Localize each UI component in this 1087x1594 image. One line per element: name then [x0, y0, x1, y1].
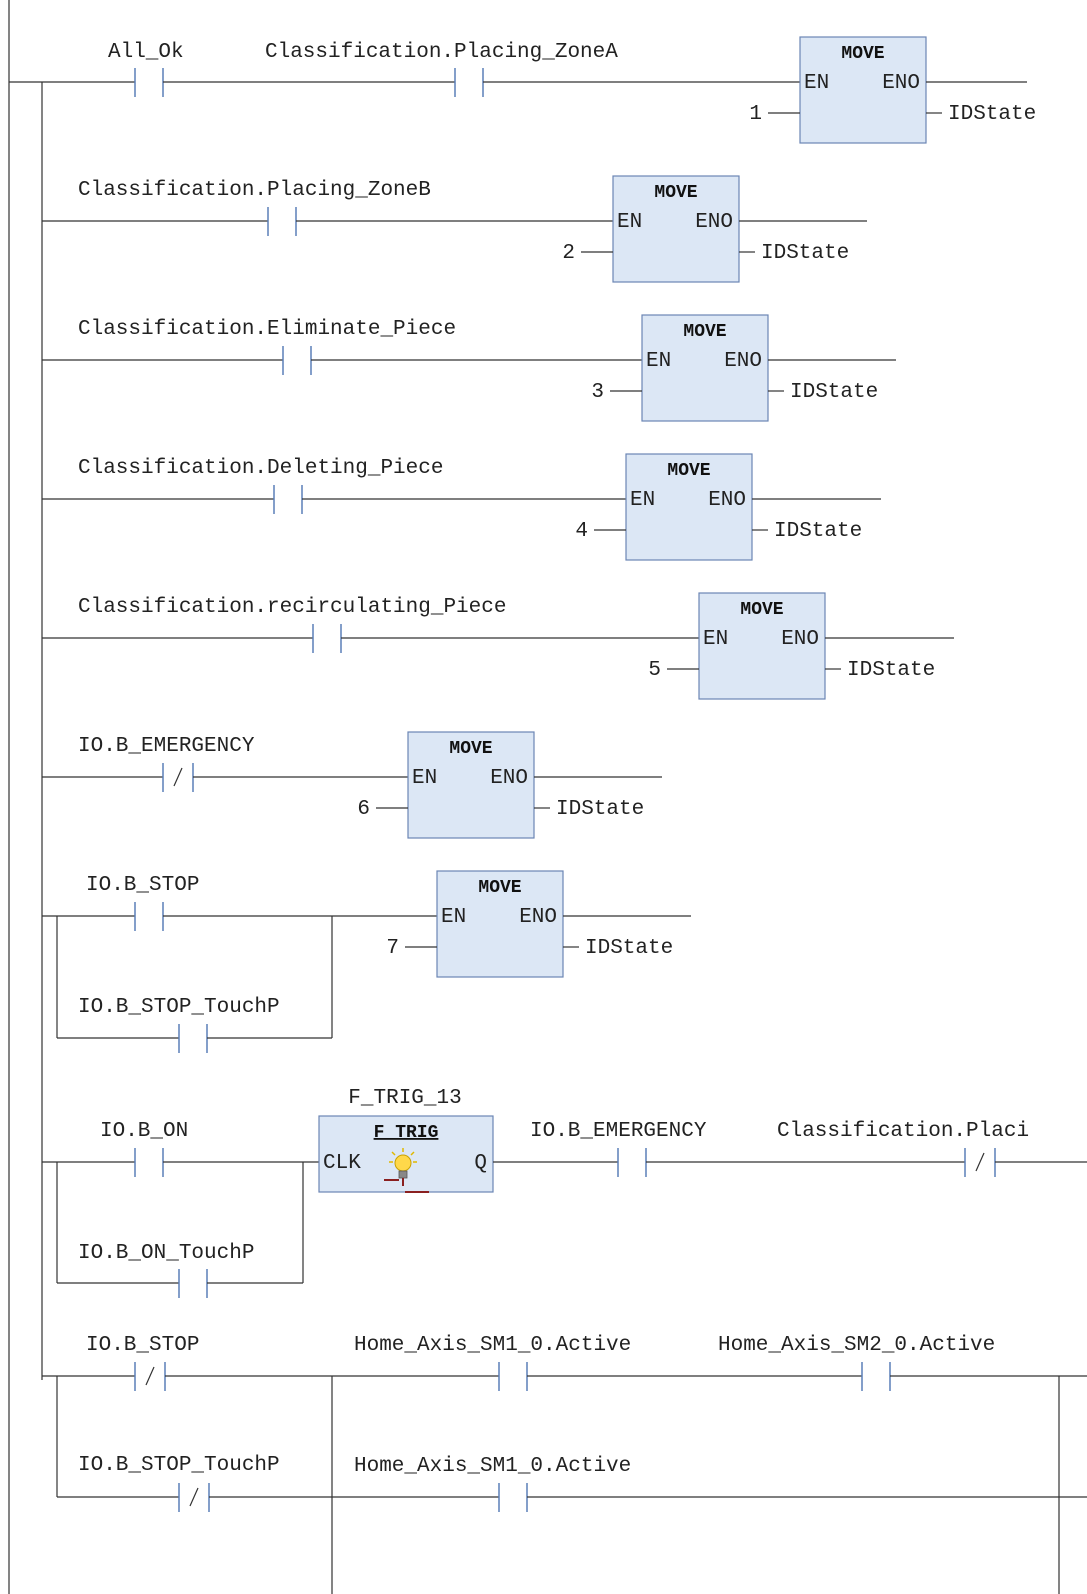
contact-b-stop[interactable]: [134, 902, 164, 931]
contact-label: IO.B_ON_TouchP: [78, 1242, 254, 1265]
contact-label: All_Ok: [108, 41, 184, 64]
contact-label: Classification.Eliminate_Piece: [78, 318, 456, 341]
move-block[interactable]: [799, 36, 927, 144]
contact-deleting-piece[interactable]: [273, 485, 303, 514]
move-value: 5: [648, 659, 661, 682]
pin-en: EN: [703, 628, 728, 651]
contact-label: IO.B_EMERGENCY: [78, 735, 255, 758]
pin-en: EN: [804, 72, 829, 95]
contact-label: Classification.recirculating_Piece: [78, 596, 506, 619]
ftrig-instance-name: F_TRIG_13: [348, 1087, 461, 1110]
move-target: IDState: [790, 381, 878, 404]
pin-q: Q: [474, 1152, 487, 1175]
contact-placing-zoneb[interactable]: [267, 207, 297, 236]
contact-label: IO.B_STOP_TouchP: [78, 996, 280, 1019]
contact-b-emergency-negated[interactable]: [162, 763, 194, 792]
pin-en: EN: [617, 211, 642, 234]
contact-label: IO.B_STOP_TouchP: [78, 1454, 280, 1477]
contact-label: Home_Axis_SM1_0.Active: [354, 1334, 631, 1357]
pin-eno: ENO: [882, 72, 920, 95]
pin-eno: ENO: [724, 350, 762, 373]
pin-en: EN: [441, 906, 466, 929]
contact-all-ok[interactable]: [134, 68, 164, 97]
move-block[interactable]: [698, 592, 826, 700]
contact-label: IO.B_EMERGENCY: [530, 1120, 707, 1143]
pin-clk: CLK: [323, 1152, 361, 1175]
contact-b-stop-touchp[interactable]: [178, 1024, 208, 1053]
contact-label: IO.B_STOP: [86, 1334, 199, 1357]
network-4: Classification.Deleting_Piece MOVE EN EN…: [42, 453, 881, 561]
block-type: MOVE: [478, 878, 521, 898]
pin-en: EN: [630, 489, 655, 512]
network-9: IO.B_STOP IO.B_STOP_TouchP Home_Axis_SM1…: [42, 1334, 1087, 1594]
move-target: IDState: [585, 937, 673, 960]
contact-label: Home_Axis_SM1_0.Active: [354, 1455, 631, 1478]
pin-eno: ENO: [695, 211, 733, 234]
contact-b-stop-touchp-negated[interactable]: [178, 1483, 210, 1512]
block-type: MOVE: [683, 322, 726, 342]
move-target: IDState: [847, 659, 935, 682]
block-type: MOVE: [654, 183, 697, 203]
contact-label: Classification.Placing_ZoneA: [265, 41, 618, 64]
contact-b-stop-negated[interactable]: [134, 1362, 166, 1391]
contact-b-on[interactable]: [134, 1148, 164, 1177]
move-value: 6: [357, 798, 370, 821]
move-block[interactable]: [625, 453, 753, 561]
contact-b-on-touchp[interactable]: [178, 1269, 208, 1298]
move-value: 4: [575, 520, 588, 543]
network-6: IO.B_EMERGENCY MOVE EN ENO 6 IDState: [42, 731, 662, 839]
block-type: MOVE: [740, 600, 783, 620]
network-2: Classification.Placing_ZoneB MOVE EN ENO…: [42, 175, 867, 283]
contact-label: IO.B_ON: [100, 1120, 188, 1143]
contact-label: Classification.Placing_ZoneB: [78, 179, 431, 202]
contact-home-axis-sm1-active[interactable]: [498, 1362, 528, 1391]
pin-en: EN: [412, 767, 437, 790]
move-target: IDState: [774, 520, 862, 543]
pin-en: EN: [646, 350, 671, 373]
contact-recirculating-piece[interactable]: [312, 624, 342, 653]
move-value: 7: [386, 937, 399, 960]
network-7: IO.B_STOP IO.B_STOP_TouchP MOVE EN ENO 7…: [42, 870, 691, 1053]
contact-home-axis-sm1-active-2[interactable]: [498, 1483, 528, 1512]
block-type: MOVE: [667, 461, 710, 481]
pin-eno: ENO: [708, 489, 746, 512]
move-block[interactable]: [612, 175, 740, 283]
contact-b-emergency[interactable]: [617, 1148, 647, 1177]
network-5: Classification.recirculating_Piece MOVE …: [42, 592, 954, 700]
contact-eliminate-piece[interactable]: [282, 346, 312, 375]
lightbulb-icon: [384, 1148, 429, 1193]
pin-eno: ENO: [519, 906, 557, 929]
contact-label: Classification.Deleting_Piece: [78, 457, 443, 480]
f-trig-block[interactable]: [318, 1115, 494, 1193]
network-3: Classification.Eliminate_Piece MOVE EN E…: [42, 314, 896, 422]
contact-home-axis-sm2-active[interactable]: [861, 1362, 891, 1391]
move-block[interactable]: [436, 870, 564, 978]
contact-label: IO.B_STOP: [86, 874, 199, 897]
block-type: MOVE: [449, 739, 492, 759]
move-block[interactable]: [407, 731, 535, 839]
network-8: IO.B_ON IO.B_ON_TouchP F_TRIG_13 F_TRIG …: [42, 1087, 1087, 1298]
network-1: All_Ok Classification.Placing_ZoneA MOVE…: [42, 36, 1036, 144]
pin-eno: ENO: [490, 767, 528, 790]
move-target: IDState: [556, 798, 644, 821]
contact-label: Classification.Placi: [777, 1120, 1029, 1143]
move-block[interactable]: [641, 314, 769, 422]
move-value: 2: [562, 242, 575, 265]
contact-placing-zonea[interactable]: [454, 68, 484, 97]
block-type: F_TRIG: [374, 1123, 439, 1143]
move-target: IDState: [761, 242, 849, 265]
move-target: IDState: [948, 103, 1036, 126]
contact-label: Home_Axis_SM2_0.Active: [718, 1334, 995, 1357]
contact-classification-placi-negated[interactable]: [964, 1148, 996, 1177]
move-value: 3: [591, 381, 604, 404]
pin-eno: ENO: [781, 628, 819, 651]
move-value: 1: [749, 103, 762, 126]
block-type: MOVE: [841, 44, 884, 64]
